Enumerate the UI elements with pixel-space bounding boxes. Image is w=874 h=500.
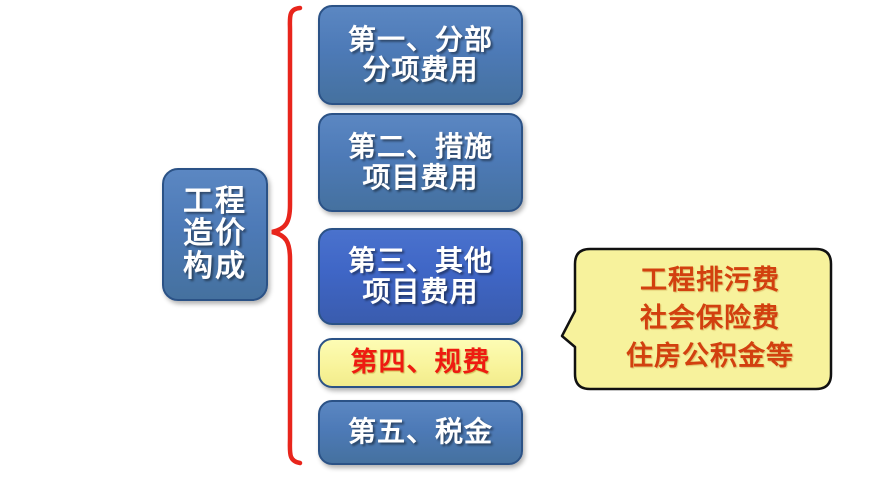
root-box-project-cost-composition[interactable]: 工程 造价 构成 <box>162 168 268 301</box>
item-box-label: 第四、规费 <box>351 348 491 377</box>
callout-line-1: 工程排污费 <box>640 264 780 296</box>
item-line-1: 第一、分部 <box>347 22 493 56</box>
root-box-line-1: 工程 <box>183 183 247 219</box>
callout-guifei-details[interactable]: 工程排污费 社会保险费 住房公积金等 <box>560 243 835 395</box>
item-box-label: 第二、措施 项目费用 <box>347 130 493 194</box>
callout-bubble-shape-icon <box>560 247 833 391</box>
root-box-line-2: 造价 <box>183 216 247 252</box>
item-line-1: 第四、规费 <box>350 347 491 379</box>
item-line-1: 第三、其他 <box>347 244 493 278</box>
item-line-1: 第五、税金 <box>347 415 493 449</box>
item-box-label: 第五、税金 <box>348 417 493 447</box>
item-line-2: 项目费用 <box>362 274 479 308</box>
red-curly-brace-icon <box>271 5 303 466</box>
item-box-label: 第三、其他 项目费用 <box>347 244 493 308</box>
item-line-2: 分项费用 <box>362 53 479 86</box>
callout-line-3: 住房公积金等 <box>626 341 794 373</box>
item-line-1: 第二、措施 <box>347 130 493 164</box>
item-box-shuijin[interactable]: 第五、税金 <box>318 400 523 465</box>
item-box-cuoshi-xiangmu[interactable]: 第二、措施 项目费用 <box>318 113 523 212</box>
root-box-line-3: 构成 <box>183 248 247 284</box>
item-box-label: 第一、分部 分项费用 <box>347 22 493 86</box>
item-line-2: 项目费用 <box>362 160 479 194</box>
callout-text: 工程排污费 社会保险费 住房公积金等 <box>590 255 830 383</box>
callout-line-2: 社会保险费 <box>640 302 780 334</box>
item-box-fenbu-fenxiang[interactable]: 第一、分部 分项费用 <box>318 5 523 105</box>
root-box-label: 工程 造价 构成 <box>181 183 249 284</box>
item-box-qita-xiangmu[interactable]: 第三、其他 项目费用 <box>318 228 523 325</box>
item-box-guifei[interactable]: 第四、规费 <box>318 338 523 388</box>
